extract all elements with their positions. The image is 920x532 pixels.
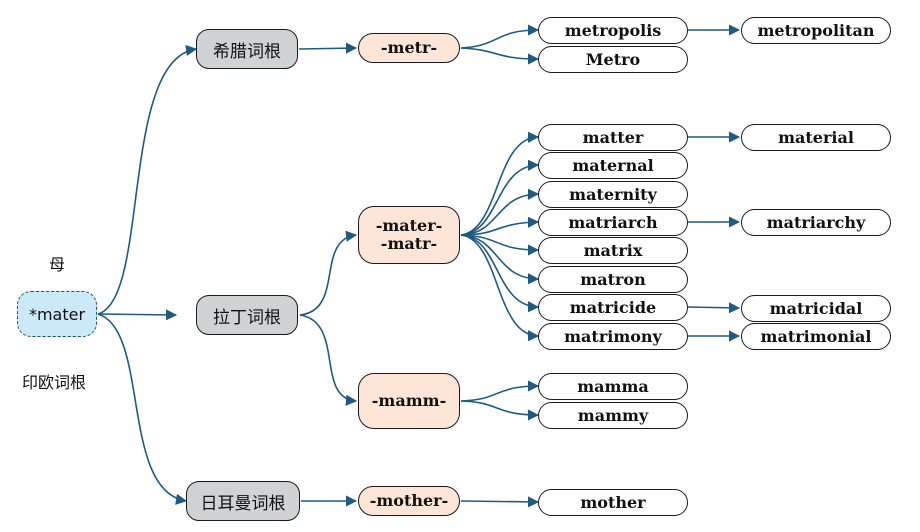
arrow-root-to-germanic — [97, 313, 188, 505]
branch-germanic: 日耳曼词根 — [186, 481, 300, 521]
arrow-mater-to-matter — [460, 131, 540, 236]
stem-mother: -mother- — [358, 486, 460, 516]
word-maternity: maternity — [538, 181, 688, 208]
stem-mater-line2: -matr- — [380, 234, 438, 253]
arrow-mamm-to-mamma — [460, 380, 540, 402]
arrow-mater-to-matricide — [460, 234, 540, 313]
word-matricidal: matricidal — [741, 295, 891, 322]
word-matrix: matrix — [538, 237, 688, 264]
word-maternal: maternal — [538, 152, 688, 179]
word-mammy: mammy — [538, 402, 688, 429]
word-matriarchy: matriarchy — [741, 209, 891, 236]
word-metropolitan: metropolitan — [741, 17, 891, 44]
arrow-matricide-to-matricidal — [687, 302, 741, 314]
root-meaning: 母 — [49, 255, 66, 274]
arrow-mater-to-matriarch — [460, 216, 540, 236]
word-metro: Metro — [538, 46, 688, 73]
stem-mater-matr: -mater- -matr- — [358, 206, 460, 264]
arrow-mater-to-maternity — [460, 188, 540, 236]
stem-metr: -metr- — [358, 33, 460, 63]
arrow-mamm-to-mammy — [460, 400, 540, 421]
word-matrimonial: matrimonial — [741, 323, 891, 350]
arrow-greek-to-metr — [298, 42, 358, 54]
arrow-mater-to-matrimony — [460, 234, 540, 342]
word-matricide: matricide — [538, 294, 688, 321]
arrow-metr-to-metropolis — [460, 24, 540, 49]
word-matrimony: matrimony — [538, 323, 688, 350]
stem-mater-line1: -mater- — [375, 216, 443, 235]
word-mamma: mamma — [538, 373, 688, 400]
root-node: *mater — [17, 291, 97, 337]
arrow-mater-to-matrix — [460, 234, 540, 256]
word-material: material — [741, 124, 891, 151]
branch-latin: 拉丁词根 — [196, 295, 298, 335]
arrow-mater-to-matron — [460, 234, 540, 285]
stem-mamm: -mamm- — [358, 373, 460, 429]
word-metropolis: metropolis — [538, 17, 688, 44]
arrow-mater-to-maternal — [460, 159, 540, 236]
word-matter: matter — [538, 124, 688, 151]
word-matriarch: matriarch — [538, 209, 688, 236]
root-caption: 印欧词根 — [22, 373, 87, 392]
arrow-mother-to-mother-word — [460, 496, 540, 508]
branch-greek: 希腊词根 — [196, 29, 298, 69]
word-mother: mother — [538, 489, 688, 516]
arrow-latin-to-mamm — [299, 314, 358, 406]
arrow-root-to-greek — [97, 44, 198, 315]
arrow-root-to-latin — [97, 309, 178, 321]
arrow-latin-to-mater — [299, 230, 358, 316]
arrow-metr-to-metro — [460, 47, 540, 65]
word-matron: matron — [538, 266, 688, 293]
